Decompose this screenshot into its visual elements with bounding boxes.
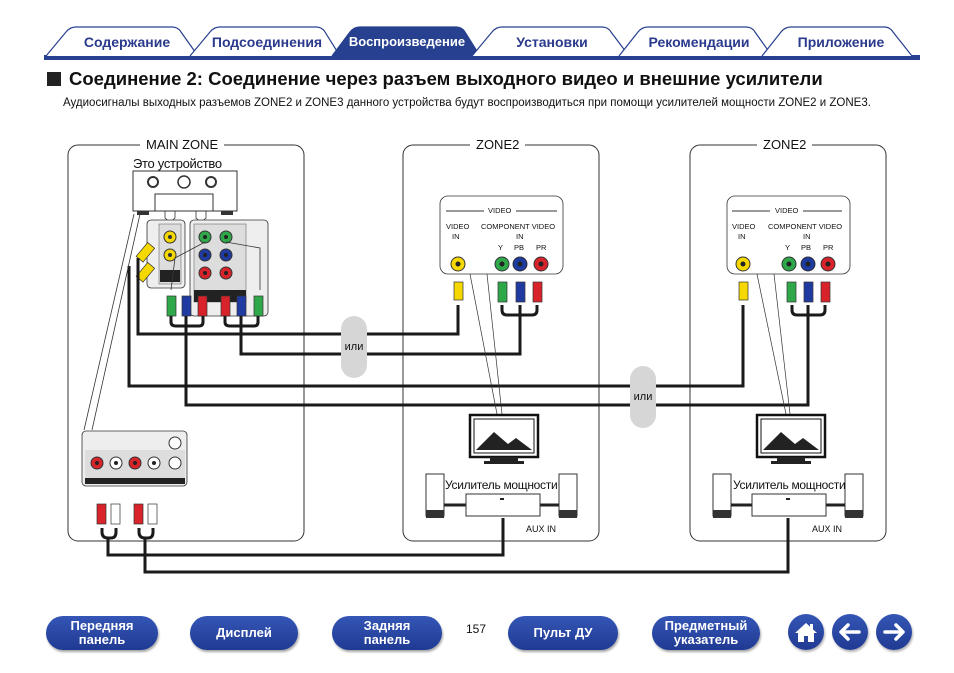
home-button[interactable] [788,614,824,650]
tv-icon-zone-a [468,413,540,464]
top-nav-tabs: Содержание Подсоединения Воспроизведение… [44,24,920,60]
zone-a-pb: PB [514,243,525,252]
rear-panel-label-2: панель [363,632,411,647]
index-label-2: указатель [673,632,739,647]
front-panel-label-1: Передняя [70,618,134,633]
tab-settings[interactable]: Установки [516,34,588,50]
zone-b-video-group: VIDEO [775,206,799,215]
amplifier-zone-b [712,473,864,518]
component-out-panel [189,219,269,317]
tab-contents[interactable]: Содержание [83,34,171,50]
zone-a-component-2: IN [516,232,524,241]
main-zone-label: MAIN ZONE [140,137,225,152]
display-button[interactable]: Дисплей [190,616,298,650]
zone-a-video-in-1: VIDEO [446,222,470,231]
zone-b-component-1: COMPONENT VIDEO [768,222,843,231]
zone-b-pr: PR [823,243,834,252]
rear-panel-label-1: Задняя [363,618,411,633]
remote-label: Пульт ДУ [533,625,593,640]
section-title-text: Соединение 2: Соединение через разъем вы… [69,68,823,89]
tab-playback[interactable]: Воспроизведение [348,34,466,49]
zone-a-plugs [453,281,543,303]
arrow-right-icon [883,623,905,641]
section-title: Соединение 2: Соединение через разъем вы… [47,68,823,90]
zone-a-component-1: COMPONENT VIDEO [481,222,556,231]
forward-button[interactable] [876,614,912,650]
or-badge-2: или [630,366,656,428]
zone-a-video-panel [439,195,564,275]
zone-a-aux-in: AUX IN [526,524,557,534]
zone-b-label: ZONE2 [757,137,813,152]
receiver-device [132,170,238,215]
tabs-outline [44,26,920,60]
display-label: Дисплей [216,625,272,640]
zone-b-video-panel [726,195,851,275]
zone-a-y: Y [498,243,504,252]
zone-b-amp-label: Усилитель мощности [733,478,846,492]
tab-appendix[interactable]: Приложение [797,34,885,50]
front-panel-label-2: панель [78,632,126,647]
zone-b-plugs [738,281,831,303]
zone-a-video-group: VIDEO [488,206,512,215]
tv-icon-zone-b [755,413,827,464]
zone-b-component-2: IN [803,232,811,241]
tab-connections[interactable]: Подсоединения [211,34,323,50]
section-description: Аудиосигналы выходных разъемов ZONE2 и Z… [63,97,871,109]
remote-button[interactable]: Пульт ДУ [508,616,618,650]
zone-b-aux-in: AUX IN [812,524,843,534]
index-label-1: Предметный [664,618,748,633]
home-icon [795,623,817,642]
composite-out-panel [146,219,186,289]
zone-b-video-in-1: VIDEO [732,222,756,231]
main-composite-plugs [135,242,156,283]
zone-preout-panel [81,430,188,487]
tab-tips[interactable]: Рекомендации [648,34,750,50]
zone-b-pb: PB [801,243,812,252]
this-device-label: Это устройство [133,156,222,171]
back-button[interactable] [832,614,868,650]
zone-a-amp-label: Усилитель мощности [445,478,558,492]
amplifier-zone-a [425,473,578,518]
page-number: 157 [466,622,487,636]
zone-b-video-in-2: IN [738,232,746,241]
preout-plugs [96,503,158,525]
zone-a-label: ZONE2 [470,137,526,152]
title-bullet-icon [47,72,61,86]
or-badge-1: или [341,316,367,378]
zone-a-pr: PR [536,243,547,252]
zone-a-video-in-2: IN [452,232,460,241]
zone-b-y: Y [785,243,791,252]
arrow-left-icon [839,623,861,641]
